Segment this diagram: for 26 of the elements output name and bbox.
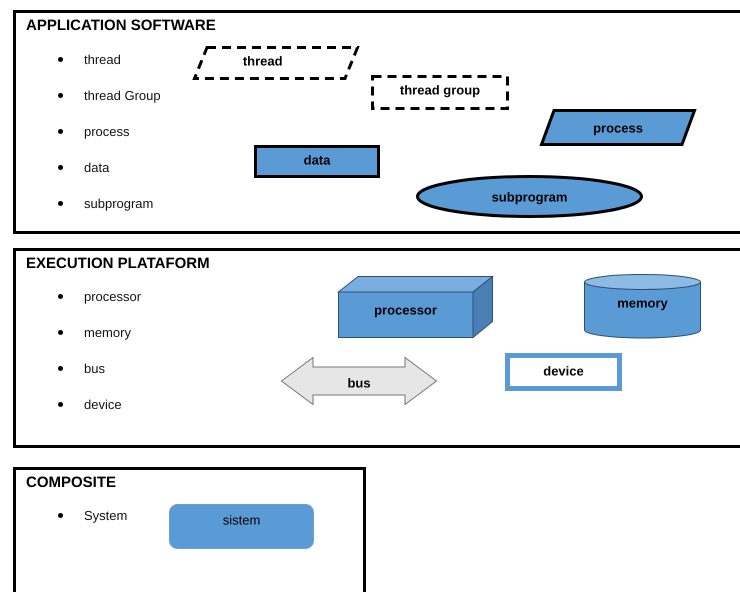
list-item: thread [84,52,121,67]
list-item: processor [84,289,142,304]
list-item: thread Group [84,88,161,103]
list-item: System [84,508,128,523]
node-label: memory [617,295,668,310]
list-item: memory [84,325,131,340]
node-label: processor [374,302,437,318]
section-heading: APPLICATION SOFTWARE [26,17,216,34]
list-item: data [84,160,110,175]
list-item: device [84,397,122,412]
section-panel [13,10,740,234]
node-label: thread [242,54,283,69]
node-label: process [593,120,643,135]
section-heading: COMPOSITE [26,474,116,491]
node-label: data [304,152,330,168]
node-label: thread group [400,82,480,98]
section-panel [13,248,740,448]
section-panel [13,467,366,592]
list-item: subprogram [84,196,154,211]
node-label: sistem [222,512,260,528]
section-heading: EXECUTION PLATAFORM [26,255,210,272]
node-label: device [543,364,584,379]
list-item: bus [84,361,105,376]
node-label: bus [347,376,371,391]
list-item: process [84,124,130,139]
node-label: subprogram [492,189,568,204]
